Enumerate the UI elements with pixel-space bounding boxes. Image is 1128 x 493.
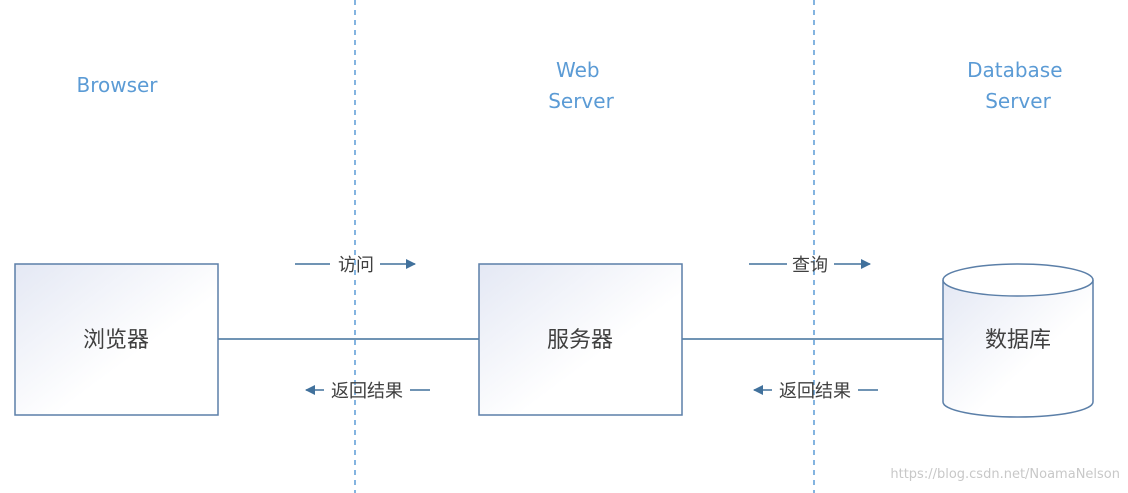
arrow-label-return-left: 返回结果 — [331, 381, 403, 402]
arrow-label-visit: 访问 — [338, 255, 374, 276]
browser-box — [14, 263, 219, 416]
web-server-box — [478, 263, 683, 416]
arrow-label-return-right: 返回结果 — [779, 381, 851, 402]
tier-label-web-server: Web Server — [548, 58, 614, 113]
arrow-label-query: 查询 — [792, 255, 828, 276]
database-label: 数据库 — [985, 328, 1051, 353]
watermark: https://blog.csdn.net/NoamaNelson — [890, 467, 1120, 482]
browser-box-label: 浏览器 — [83, 328, 149, 353]
tier-label-browser: Browser — [76, 73, 158, 97]
web-server-box-label: 服务器 — [547, 328, 613, 353]
database-cylinder — [942, 263, 1094, 418]
tier-label-database-server: Database Server — [967, 58, 1069, 113]
